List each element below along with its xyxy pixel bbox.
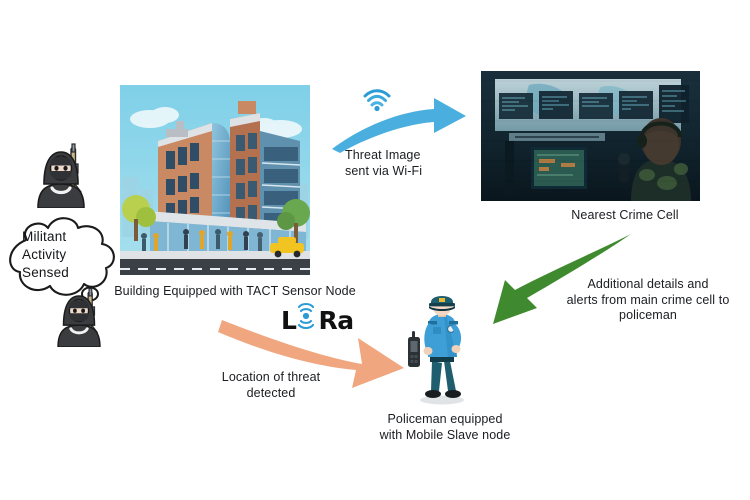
militant-icon xyxy=(28,140,94,209)
lora-flow-label: Location of threat detected xyxy=(221,370,321,400)
wifi-flow-label: Threat Image sent via Wi-Fi xyxy=(345,148,423,178)
thought-cloud-icon xyxy=(0,210,126,302)
curved-arrow-right-orange xyxy=(218,308,408,390)
crimecell-to-policeman-label: Additional details and alerts from main … xyxy=(566,277,730,322)
lora-logo-text-ra: Ra xyxy=(318,306,354,335)
building-illustration xyxy=(120,85,310,275)
policeman-caption: Policeman equipped with Mobile Slave nod… xyxy=(379,412,511,442)
crime-cell-caption: Nearest Crime Cell xyxy=(571,208,679,222)
lora-logo: L Ra xyxy=(281,302,354,335)
militant-icon xyxy=(48,285,110,348)
lora-wave-icon xyxy=(295,299,317,333)
lora-logo-text: L xyxy=(281,306,297,335)
curved-arrow-right-blue xyxy=(330,95,470,155)
building-caption: Building Equipped with TACT Sensor Node xyxy=(114,284,356,298)
policeman-illustration xyxy=(398,295,478,405)
thought-bubble-text: Militant Activity Sensed xyxy=(22,229,69,280)
wifi-icon xyxy=(362,87,392,113)
curved-arrow-downleft-green xyxy=(455,232,635,332)
command-center-photo xyxy=(481,71,700,201)
